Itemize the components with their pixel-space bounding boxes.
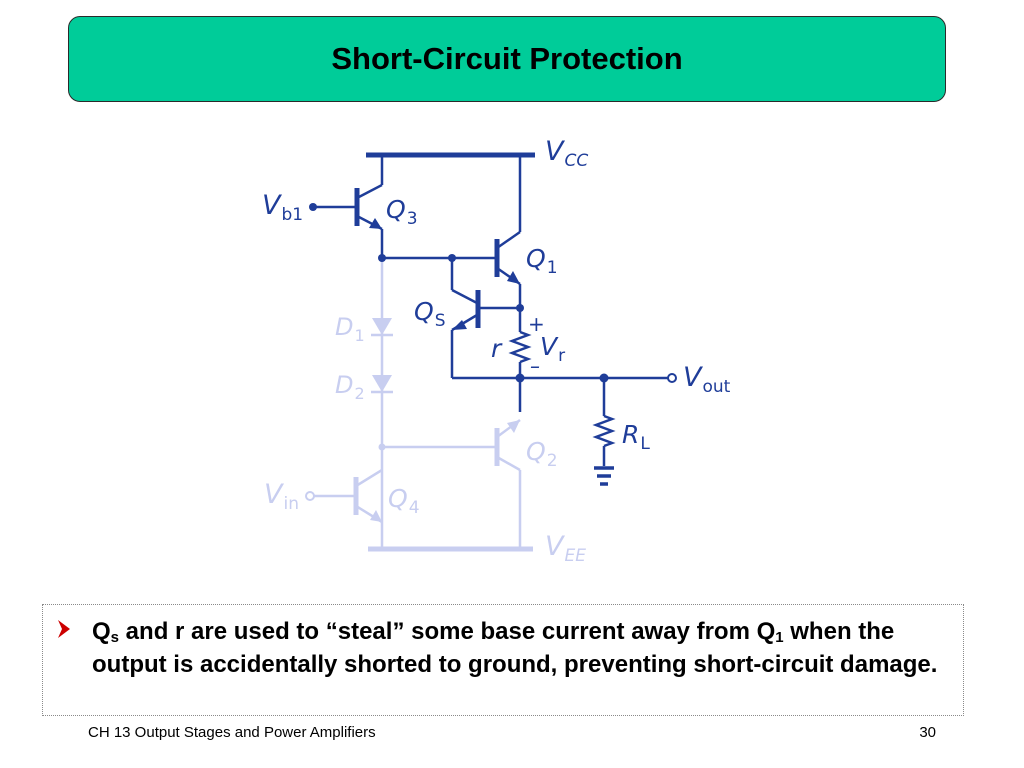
circuit-diagram: VCC Vb1 Q3 Q1 QS + r Vr – Vout RL D1 D2 … <box>262 136 731 566</box>
arrow-bullet-icon <box>58 620 70 638</box>
vout-label: Vout <box>683 362 731 397</box>
plus-sign: + <box>528 312 545 336</box>
d1-label: D1 <box>335 313 365 345</box>
r-label: r <box>491 334 503 363</box>
d2-diode-icon <box>371 375 393 394</box>
minus-sign: – <box>530 354 540 378</box>
q3-label: Q3 <box>386 195 418 229</box>
qs-label: QS <box>414 297 445 331</box>
vb1-label: Vb1 <box>262 190 303 225</box>
slide-title-box: Short-Circuit Protection <box>68 16 946 102</box>
q4-label: Q4 <box>388 484 420 518</box>
q2-label: Q2 <box>526 437 558 471</box>
d1-diode-icon <box>371 318 393 337</box>
q1-label: Q1 <box>526 244 558 278</box>
vin-label: Vin <box>264 479 299 514</box>
slide-title: Short-Circuit Protection <box>331 41 683 76</box>
footer-chapter: CH 13 Output Stages and Power Amplifiers <box>88 724 376 741</box>
bullet-text: Qs and r are used to “steal” some base c… <box>92 618 938 678</box>
vcc-label: VCC <box>545 136 588 171</box>
bullet-box: Qs and r are used to “steal” some base c… <box>42 604 964 716</box>
active-circuit-part <box>316 152 668 466</box>
d2-label: D2 <box>335 371 365 403</box>
vee-label: VEE <box>545 531 586 566</box>
vr-label: Vr <box>540 332 565 366</box>
page-number: 30 <box>919 724 936 741</box>
faded-circuit-part <box>310 258 533 552</box>
rl-label: RL <box>622 420 650 454</box>
ground-icon <box>594 466 614 486</box>
